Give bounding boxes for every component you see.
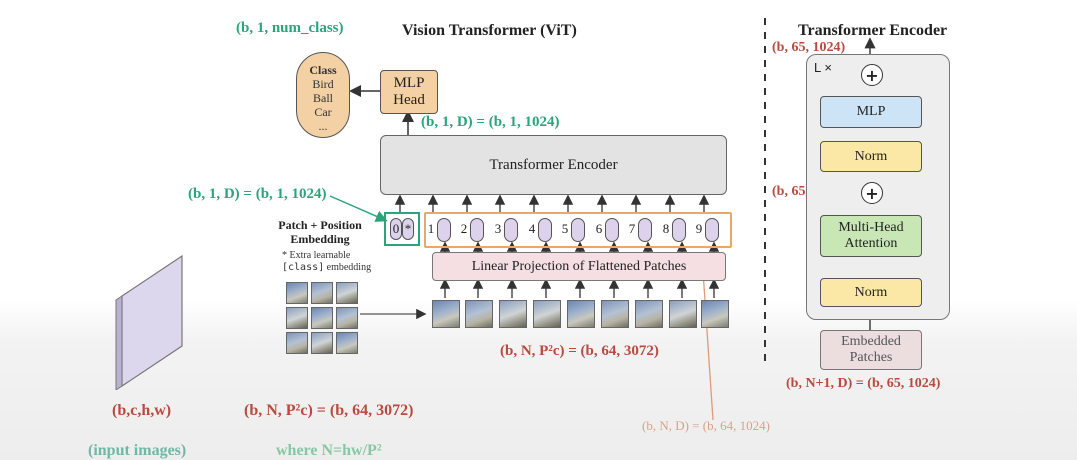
patch-token bbox=[638, 218, 652, 242]
image-patch-grid bbox=[286, 282, 358, 354]
transformer-encoder-label: Transformer Encoder bbox=[489, 156, 618, 173]
position-index: 8 bbox=[662, 221, 670, 236]
grid-patch-image bbox=[286, 282, 308, 304]
class-title: Class bbox=[309, 63, 337, 77]
flattened-patch-image bbox=[701, 300, 729, 328]
class-output-box: Class Bird Ball Car ... bbox=[296, 52, 350, 138]
class-item: Ball bbox=[313, 91, 333, 105]
input-caption: (input images) bbox=[88, 442, 187, 459]
mlp-head-input-shape: (b, 1, D) = (b, 1, 1024) bbox=[421, 114, 560, 130]
norm-block-top: Norm bbox=[820, 141, 922, 172]
grid-patch-image bbox=[286, 307, 308, 329]
patches-shape-mid: (b, N, P²c) = (b, 64, 3072) bbox=[500, 343, 659, 359]
patch-token bbox=[538, 218, 552, 242]
extra-embedding-note: * Extra learnable [class] embedding bbox=[282, 250, 378, 274]
mha-line2: Attention bbox=[844, 236, 898, 251]
class-item: Car bbox=[314, 105, 332, 119]
embedded-patches-block: Embedded Patches bbox=[820, 330, 922, 370]
patch-position-label: Patch + Position Embedding bbox=[272, 218, 368, 246]
projection-arrows bbox=[439, 241, 720, 252]
residual-add-bottom: + bbox=[861, 182, 883, 204]
mlp-head-line1: MLP bbox=[393, 75, 425, 91]
encoder-output-shape: (b, 65, 1024) bbox=[772, 40, 846, 55]
position-index: 5 bbox=[561, 221, 569, 236]
patch-token bbox=[437, 218, 451, 242]
grid-patch-image bbox=[311, 332, 333, 354]
flattened-patch-image bbox=[601, 300, 629, 328]
patch-arrows bbox=[439, 278, 720, 298]
patch-token-frame bbox=[424, 212, 732, 248]
position-index: 1 bbox=[427, 221, 435, 236]
linear-projection-box: Linear Projection of Flattened Patches bbox=[432, 252, 726, 281]
residual-add-top: + bbox=[861, 64, 883, 86]
position-index: 4 bbox=[528, 221, 536, 236]
position-index: 3 bbox=[494, 221, 502, 236]
patch-token bbox=[504, 218, 518, 242]
arrow-projected-annotation bbox=[697, 253, 714, 421]
flattened-patch-image bbox=[567, 300, 595, 328]
grid-patch-image bbox=[286, 332, 308, 354]
patch-token bbox=[672, 218, 686, 242]
mlp-head-box: MLP Head bbox=[380, 70, 438, 114]
grid-patch-image bbox=[311, 282, 333, 304]
cls-position-token: 0 bbox=[390, 218, 402, 240]
grid-patch-image bbox=[336, 332, 358, 354]
flattened-patch-image bbox=[635, 300, 663, 328]
n-formula: where N=hw/P² bbox=[276, 442, 382, 459]
vit-title: Vision Transformer (ViT) bbox=[402, 22, 577, 39]
patch-position-line2: Embedding bbox=[290, 232, 350, 246]
cls-token-shape: (b, 1, D) = (b, 1, 1024) bbox=[188, 186, 327, 202]
flattened-patch-image bbox=[499, 300, 527, 328]
patch-token bbox=[571, 218, 585, 242]
input-image-slab bbox=[115, 254, 183, 390]
flattened-patch-image bbox=[533, 300, 561, 328]
class-output-shape: (b, 1, num_class) bbox=[236, 20, 344, 36]
arrow-cls-annotation bbox=[329, 195, 388, 222]
class-item: ... bbox=[318, 119, 328, 133]
position-index: 9 bbox=[695, 221, 703, 236]
patch-token bbox=[470, 218, 484, 242]
embedded-line1: Embedded bbox=[841, 334, 901, 349]
class-item: Bird bbox=[312, 77, 334, 91]
grid-patch-image bbox=[336, 282, 358, 304]
cls-embedding-token: * bbox=[402, 218, 414, 240]
cls-token-frame bbox=[384, 212, 420, 246]
patch-token bbox=[705, 218, 719, 242]
mha-line1: Multi-Head bbox=[838, 220, 904, 235]
layer-repeat-label: L × bbox=[814, 60, 832, 75]
flattened-patch-image bbox=[465, 300, 493, 328]
note-code: [class] bbox=[282, 262, 325, 273]
patch-token bbox=[605, 218, 619, 242]
mlp-head-line2: Head bbox=[393, 92, 425, 108]
embedded-line2: Patches bbox=[849, 350, 893, 365]
note-line2: embedding bbox=[324, 262, 372, 273]
token-arrows bbox=[394, 194, 710, 214]
patch-position-line1: Patch + Position bbox=[278, 218, 362, 232]
position-index: 6 bbox=[595, 221, 603, 236]
projected-shape: (b, N, D) = (b, 64, 1024) bbox=[642, 418, 770, 433]
flattened-patch-image bbox=[669, 300, 697, 328]
position-index: 2 bbox=[460, 221, 468, 236]
grid-patch-image bbox=[311, 307, 333, 329]
position-index: 7 bbox=[628, 221, 636, 236]
transformer-encoder-box: Transformer Encoder bbox=[380, 135, 727, 195]
linear-projection-label: Linear Projection of Flattened Patches bbox=[471, 258, 687, 274]
flattened-patch-image bbox=[432, 300, 460, 328]
note-line1: * Extra learnable bbox=[282, 250, 351, 261]
encoder-input-shape: (b, N+1, D) = (b, 65, 1024) bbox=[786, 376, 941, 391]
grid-patch-image bbox=[336, 307, 358, 329]
multi-head-attention-block: Multi-Head Attention bbox=[820, 215, 922, 257]
input-shape: (b,c,h,w) bbox=[112, 402, 172, 419]
norm-block-bottom: Norm bbox=[820, 278, 922, 307]
patches-shape-bottom: (b, N, P²c) = (b, 64, 3072) bbox=[244, 402, 414, 419]
mlp-block: MLP bbox=[820, 96, 922, 128]
encoder-title: Transformer Encoder bbox=[798, 22, 948, 39]
